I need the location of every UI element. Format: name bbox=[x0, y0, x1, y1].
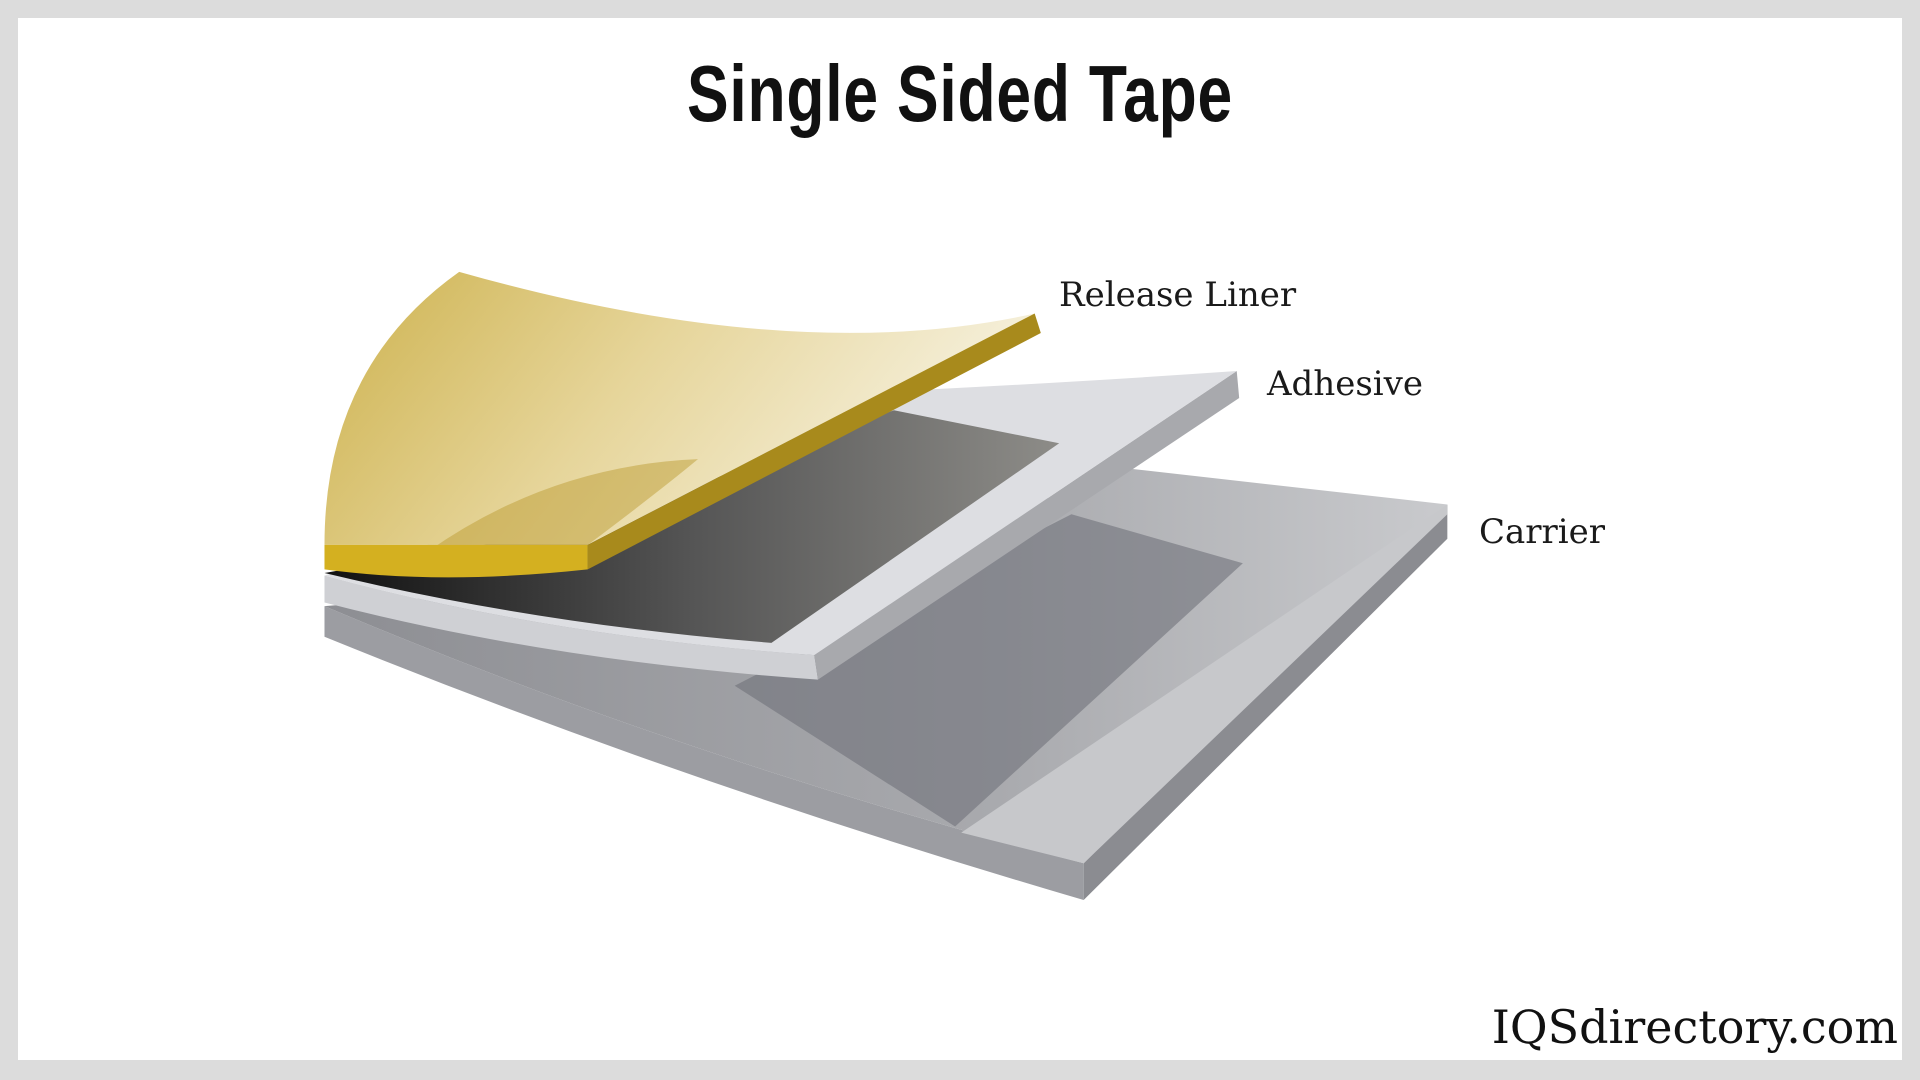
label-carrier: Carrier bbox=[1479, 512, 1606, 552]
carrier-layer bbox=[324, 468, 1448, 900]
diagram-title: Single Sided Tape bbox=[686, 49, 1234, 138]
release-liner-layer bbox=[324, 271, 1041, 578]
adhesive-layer bbox=[324, 371, 1240, 680]
label-release-liner: Release Liner bbox=[1059, 275, 1297, 315]
label-adhesive: Adhesive bbox=[1267, 364, 1423, 404]
iqs-logo: IQSdirectory.com bbox=[1491, 1000, 1898, 1054]
